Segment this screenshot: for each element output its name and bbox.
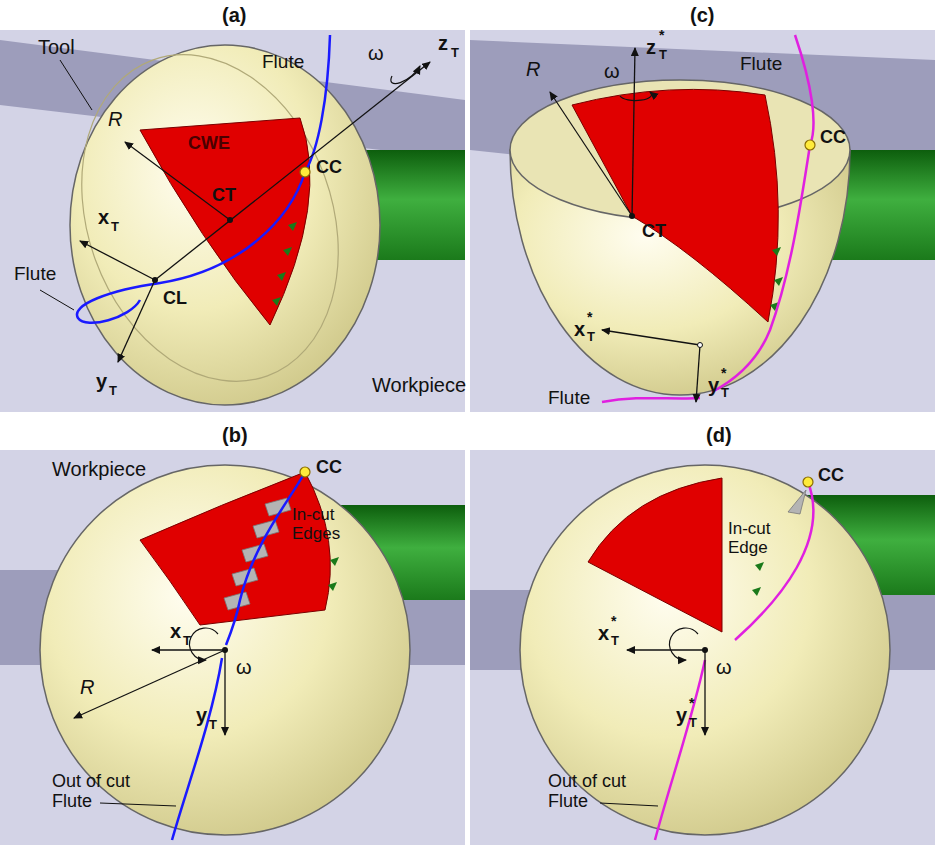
axis-name: x	[598, 622, 609, 644]
panel-a	[0, 18, 465, 417]
edge-note: In-cut Edges	[292, 506, 354, 543]
axis-name: x	[574, 318, 585, 340]
panel-b	[0, 450, 465, 845]
part-name: Flute	[14, 264, 56, 285]
point-name: CC	[316, 458, 342, 478]
axis-superscript: *	[611, 614, 616, 629]
part-name: Flute	[548, 388, 590, 409]
point-name: CT	[642, 222, 666, 242]
axis-subscript: T	[689, 716, 697, 730]
part-name: Workpiece	[52, 458, 146, 480]
point-name: CC	[818, 466, 844, 486]
axis-superscript: *	[587, 310, 592, 325]
axis-name: y	[96, 370, 107, 392]
rotation-symbol: ω	[236, 656, 252, 678]
axis-name: x	[98, 206, 109, 228]
point-name: CT	[212, 186, 236, 206]
flute-note: Out of cut Flute	[548, 772, 644, 812]
axis-subscript: T	[587, 330, 595, 344]
part-name: Workpiece	[372, 374, 466, 396]
dimension: R	[80, 676, 94, 698]
axis-subscript: T	[209, 718, 217, 732]
point-name: CC	[820, 128, 846, 148]
edge-note: In-cut Edge	[728, 520, 786, 557]
axis-subscript: T	[659, 48, 667, 62]
dimension: R	[526, 58, 540, 80]
panel-letter: (c)	[690, 4, 714, 26]
panel-c	[470, 30, 935, 412]
region-name: CWE	[188, 134, 230, 154]
panel-letter: (d)	[706, 424, 732, 446]
axis-superscript: *	[689, 696, 694, 711]
axis-superscript: *	[659, 28, 664, 43]
rotation-symbol: ω	[604, 60, 620, 82]
rotation-symbol: ω	[716, 656, 732, 678]
axis-subscript: T	[721, 386, 729, 400]
rotation-symbol: ω	[368, 42, 384, 64]
part-name: Flute	[740, 54, 782, 75]
point-name: CC	[316, 158, 342, 178]
panel-letter: (a)	[222, 4, 246, 26]
axis-superscript: *	[721, 366, 726, 381]
axis-subscript: T	[183, 634, 191, 648]
axis-name: z	[646, 36, 656, 58]
dimension: R	[108, 108, 122, 130]
axis-name: y	[708, 374, 719, 396]
axis-subscript: T	[111, 220, 119, 234]
axis-name: x	[170, 620, 181, 642]
part-name: Tool	[38, 36, 75, 58]
point-name: CL	[163, 289, 187, 309]
axis-subscript: T	[611, 634, 619, 648]
axis-subscript: T	[451, 46, 459, 60]
axis-name: z	[438, 32, 448, 54]
axis-subscript: T	[109, 384, 117, 398]
panel-d	[470, 450, 935, 845]
axis-name: y	[676, 704, 687, 726]
axis-name: y	[196, 704, 207, 726]
panel-letter: (b)	[222, 424, 248, 446]
flute-note: Out of cut Flute	[52, 772, 152, 812]
part-name: Flute	[262, 52, 304, 73]
